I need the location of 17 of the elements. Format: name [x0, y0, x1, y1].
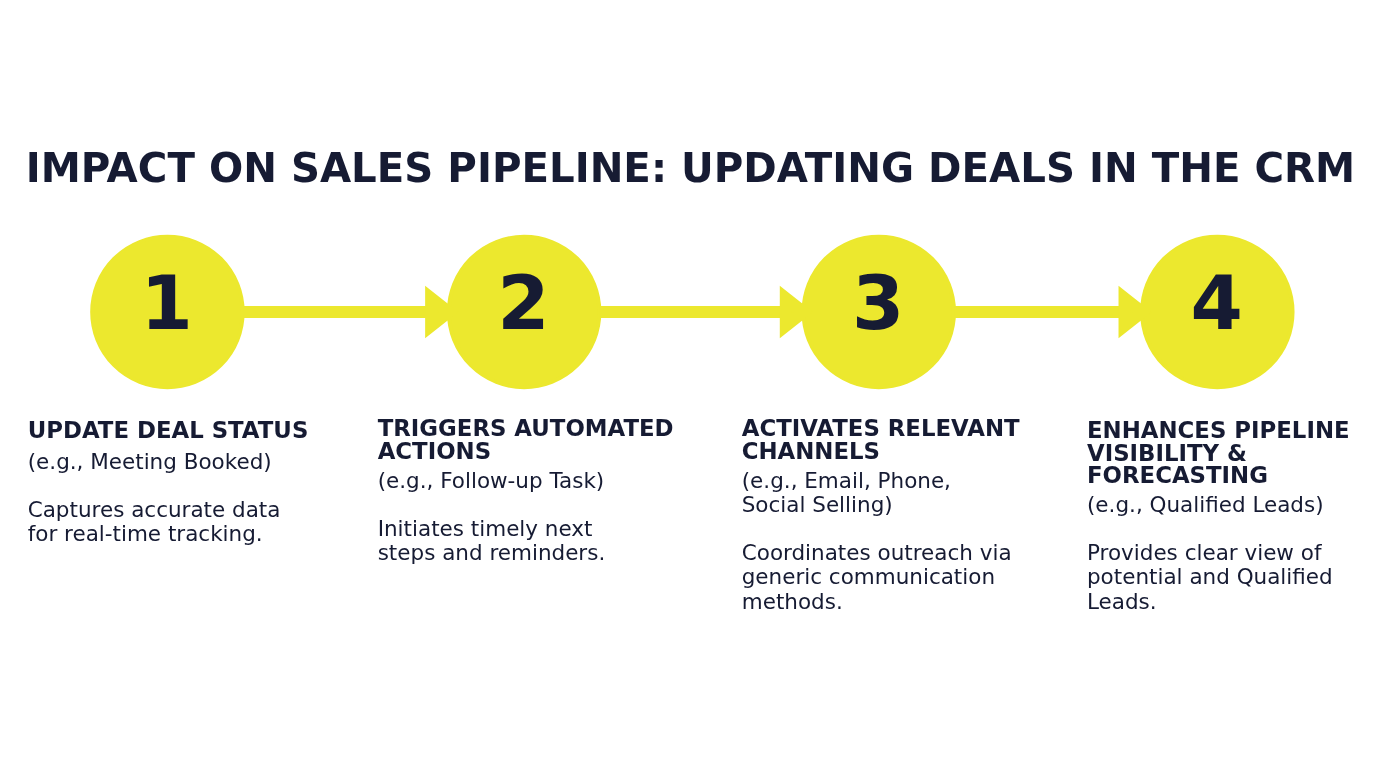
- node-label: Captures accurate data for real-time tracking.: [27, 496, 281, 546]
- node-label: TRIGGERS AUTOMATED ACTIONS: [377, 414, 674, 464]
- node-circle: 3: [801, 234, 956, 389]
- node-label: (e.g., Follow-up Task): [377, 467, 605, 493]
- node-circle: 2: [446, 234, 602, 389]
- node-label: (e.g., Email, Phone, Social Selling): [741, 467, 951, 517]
- node-label: Initiates timely next steps and reminders.: [377, 515, 606, 565]
- node-circle: 1: [90, 234, 245, 389]
- node-label: (e.g., Qualified Leads): [1086, 491, 1324, 517]
- node-label: Coordinates outreach via generic communication methods.: [741, 539, 1012, 614]
- node-label: Provides clear view of potential and Qualified Leads.: [1086, 539, 1333, 614]
- node-label: ENHANCES PIPELINE VISIBILITY & FORECASTING: [1086, 416, 1350, 488]
- node-label: ACTIVATES RELEVANT CHANNELS: [741, 414, 1020, 464]
- diagram-title: IMPACT ON SALES PIPELINE: UPDATING DEALS IN THE CRM: [25, 144, 1356, 192]
- node-circle: 4: [1140, 234, 1295, 389]
- node-label: UPDATE DEAL STATUS: [27, 416, 309, 443]
- node-label: (e.g., Meeting Booked): [27, 448, 272, 474]
